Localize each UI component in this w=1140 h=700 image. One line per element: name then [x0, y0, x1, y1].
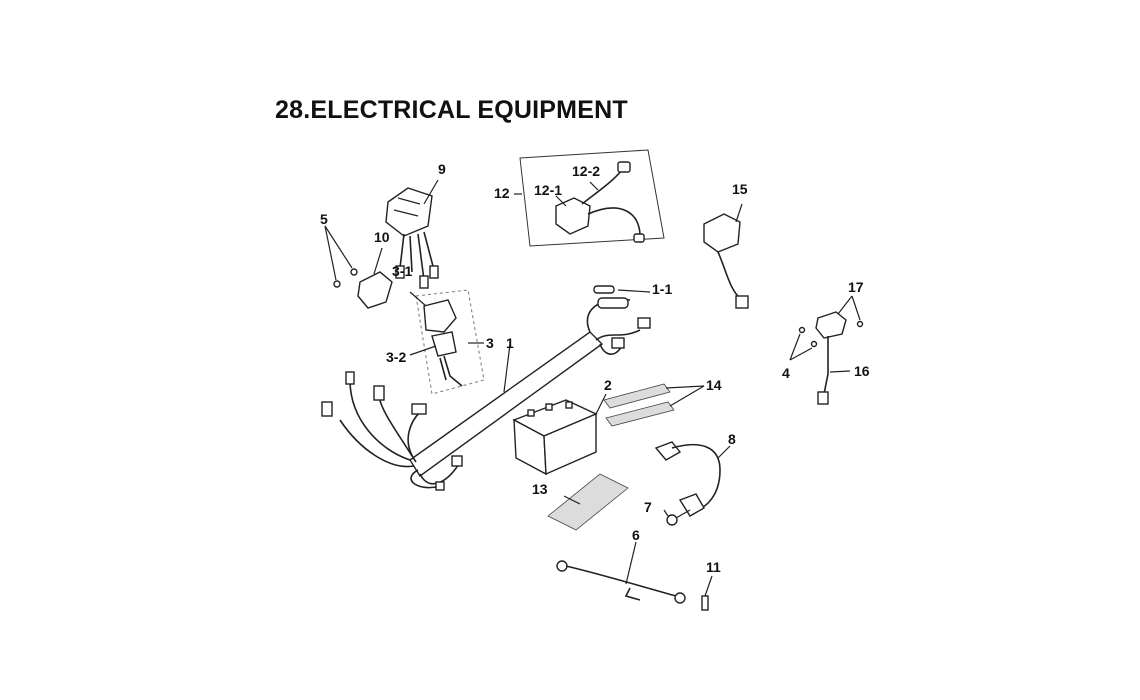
callout-4: 4	[782, 365, 790, 381]
part-11-bolt	[701, 575, 713, 611]
callout-5: 5	[320, 211, 328, 227]
part-6-ground-cable	[556, 541, 686, 604]
part-12-regulator-assembly	[514, 149, 665, 247]
part-16-sensor	[789, 295, 864, 405]
callout-3-2: 3-2	[386, 349, 406, 365]
callout-2: 2	[604, 377, 612, 393]
callout-12-2: 12-2	[572, 163, 600, 179]
callout-3: 3	[486, 335, 494, 351]
callout-9: 9	[438, 161, 446, 177]
callout-1: 1	[506, 335, 514, 351]
callout-16: 16	[854, 363, 870, 379]
part-13-battery-strap	[547, 473, 629, 531]
callout-7: 7	[644, 499, 652, 515]
callout-13: 13	[532, 481, 548, 497]
callout-14: 14	[706, 377, 722, 393]
diagram-title: 28.ELECTRICAL EQUIPMENT	[275, 96, 628, 124]
part-3-switch-assembly	[409, 289, 485, 395]
callout-17: 17	[848, 279, 864, 295]
callout-12-1: 12-1	[534, 182, 562, 198]
callout-15: 15	[732, 181, 748, 197]
part-1-wire-harness	[321, 298, 651, 491]
callout-8: 8	[728, 431, 736, 447]
callout-12: 12	[494, 185, 510, 201]
callout-6: 6	[632, 527, 640, 543]
callout-1-1: 1-1	[652, 281, 672, 297]
part-1-1-fuse	[593, 285, 651, 309]
part-14-rubber-pads	[603, 383, 705, 427]
part-7-screw	[663, 509, 691, 526]
part-8-sensor-cable	[654, 441, 731, 517]
part-15-starter-relay	[703, 203, 749, 309]
callout-10: 10	[374, 229, 390, 245]
callout-11: 11	[706, 559, 721, 575]
callout-3-1: 3-1	[392, 263, 412, 279]
part-2-battery	[512, 393, 607, 476]
part-10-relay	[324, 225, 393, 309]
part-9-cdi-unit	[385, 179, 439, 289]
